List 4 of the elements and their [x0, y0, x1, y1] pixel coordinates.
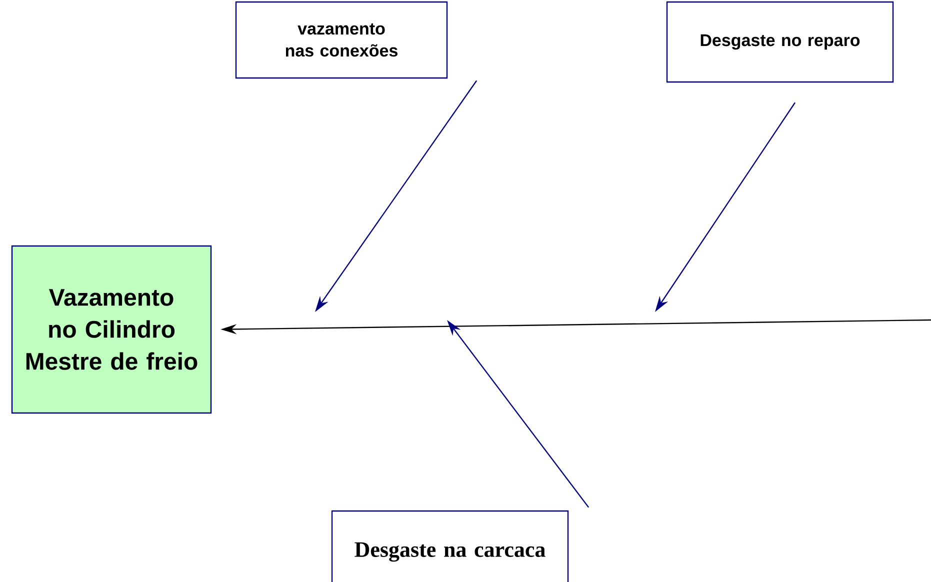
cause-box: vazamento nas conexões: [235, 1, 448, 79]
cause-box: Desgaste no reparo: [666, 1, 894, 83]
cause-box: Desgaste na carcaca: [331, 510, 569, 582]
effect-box: Vazamento no Cilindro Mestre de freio: [11, 245, 212, 414]
